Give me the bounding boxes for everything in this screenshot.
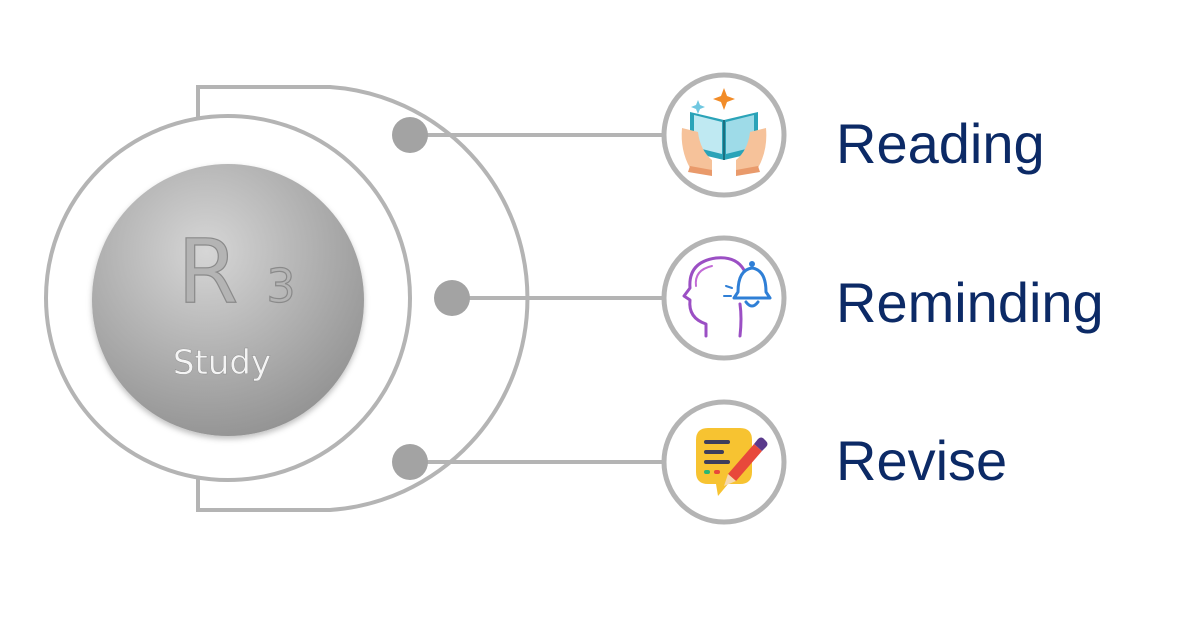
hub-circle	[92, 164, 364, 436]
hub-subtitle: Study	[173, 343, 271, 383]
hub-letter: R	[177, 220, 238, 323]
connector-node-reading	[392, 117, 428, 153]
item-label-revise: Revise	[836, 429, 1007, 492]
head-bell-icon	[682, 256, 772, 338]
connector-node-revise	[392, 444, 428, 480]
item-label-reminding: Reminding	[836, 271, 1104, 334]
speech-bubble-pencil-icon	[696, 428, 768, 496]
hub-number: 3	[266, 259, 295, 313]
open-book-icon	[681, 88, 767, 176]
item-label-reading: Reading	[836, 112, 1045, 175]
connector-node-reminding	[434, 280, 470, 316]
